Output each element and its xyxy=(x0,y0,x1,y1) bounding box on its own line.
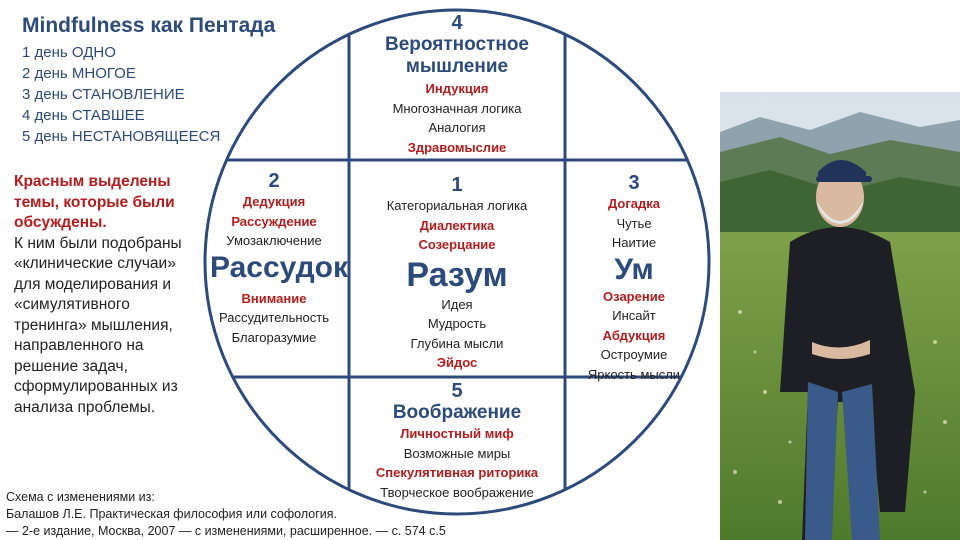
red-topic: Диалектика xyxy=(419,217,495,233)
cell-name: Ум xyxy=(614,252,654,286)
red-topic: Индукция xyxy=(425,81,489,96)
red-topic: Дедукция xyxy=(242,194,306,209)
red-topic: Здравомыслие xyxy=(407,139,507,155)
red-topic: Озарение xyxy=(603,288,665,304)
author-photo xyxy=(720,92,960,540)
side-note: Красным выделены темы, которые были обсу… xyxy=(14,172,204,418)
day-item: 5 день НЕСТАНОВЯЩЕЕСЯ xyxy=(22,128,221,145)
day-item: 1 день ОДНО xyxy=(22,44,116,61)
day-item: 4 день СТАВШЕЕ xyxy=(22,107,145,124)
topic: Категориальная логика xyxy=(386,198,528,213)
red-topic: Эйдос xyxy=(436,355,478,370)
topic: Возможные миры xyxy=(403,445,511,461)
topic: Остроумие xyxy=(600,347,668,362)
topic: Наитие xyxy=(611,235,657,250)
red-topic: Внимание xyxy=(241,290,307,306)
cell-name: Вероятностное xyxy=(385,34,529,55)
topic: Инсайт xyxy=(612,308,656,323)
cell-center: 1 Категориальная логика Диалектика Созер… xyxy=(352,174,562,373)
day-item: 2 день МНОГОЕ xyxy=(22,65,136,82)
cell-number: 5 xyxy=(451,380,463,402)
cell-left: 2 Дедукция Рассуждение Умозаключение Рас… xyxy=(200,170,348,347)
cell-name: Воображение xyxy=(392,402,522,423)
cell-name: мышление xyxy=(405,56,509,77)
red-topic: Догадка xyxy=(608,196,660,211)
topic: Умозаключение xyxy=(226,233,322,248)
topic: Рассудительность xyxy=(219,310,329,325)
red-topic: Рассуждение xyxy=(231,213,317,229)
cell-name: Рассудок xyxy=(210,250,348,284)
red-topic: Личностный миф xyxy=(400,426,514,441)
cell-bottom: 5 Воображение Личностный миф Возможные м… xyxy=(352,380,562,502)
source-line: Схема с изменениями из: xyxy=(6,490,155,504)
topic: Мудрость xyxy=(427,316,487,331)
topic: Многозначная логика xyxy=(392,100,522,116)
topic: Творческое воображение xyxy=(380,484,534,500)
topic: Яркость мысли xyxy=(587,366,681,382)
source-line: — 2-е издание, Москва, 2007 — с изменени… xyxy=(6,524,446,538)
slide-title: Mindfulness как Пентада xyxy=(22,14,276,37)
topic: Глубина мысли xyxy=(410,335,504,351)
cell-top: 4 Вероятностное мышление Индукция Многоз… xyxy=(352,12,562,157)
pentad-circle xyxy=(203,8,711,516)
source-line: Балашов Л.Е. Практическая философия или … xyxy=(6,507,338,521)
topic: Идея xyxy=(441,296,473,312)
cell-right: 3 Догадка Чутье Наитие Ум Озарение Инсай… xyxy=(566,172,702,384)
note-body: К ним были подобраны «клинические случаи… xyxy=(14,234,182,416)
red-topic: Созерцание xyxy=(418,237,496,252)
topic: Аналогия xyxy=(428,120,486,135)
cell-number: 2 xyxy=(268,170,280,192)
cell-number: 3 xyxy=(628,172,640,194)
topic: Благоразумие xyxy=(231,329,317,345)
source-citation: Схема с изменениями из: Балашов Л.Е. Пра… xyxy=(6,489,446,540)
red-topic: Спекулятивная риторика xyxy=(375,465,539,480)
day-list: 1 день ОДНО 2 день МНОГОЕ 3 день СТАНОВЛ… xyxy=(22,42,220,147)
cell-number: 4 xyxy=(451,12,463,34)
topic: Чутье xyxy=(616,215,652,231)
cell-name: Разум xyxy=(406,255,508,294)
red-topic: Абдукция xyxy=(602,327,666,343)
cell-number: 1 xyxy=(451,174,463,196)
day-item: 3 день СТАНОВЛЕНИЕ xyxy=(22,86,185,103)
note-highlight: Красным выделены темы, которые были обсу… xyxy=(14,173,175,231)
